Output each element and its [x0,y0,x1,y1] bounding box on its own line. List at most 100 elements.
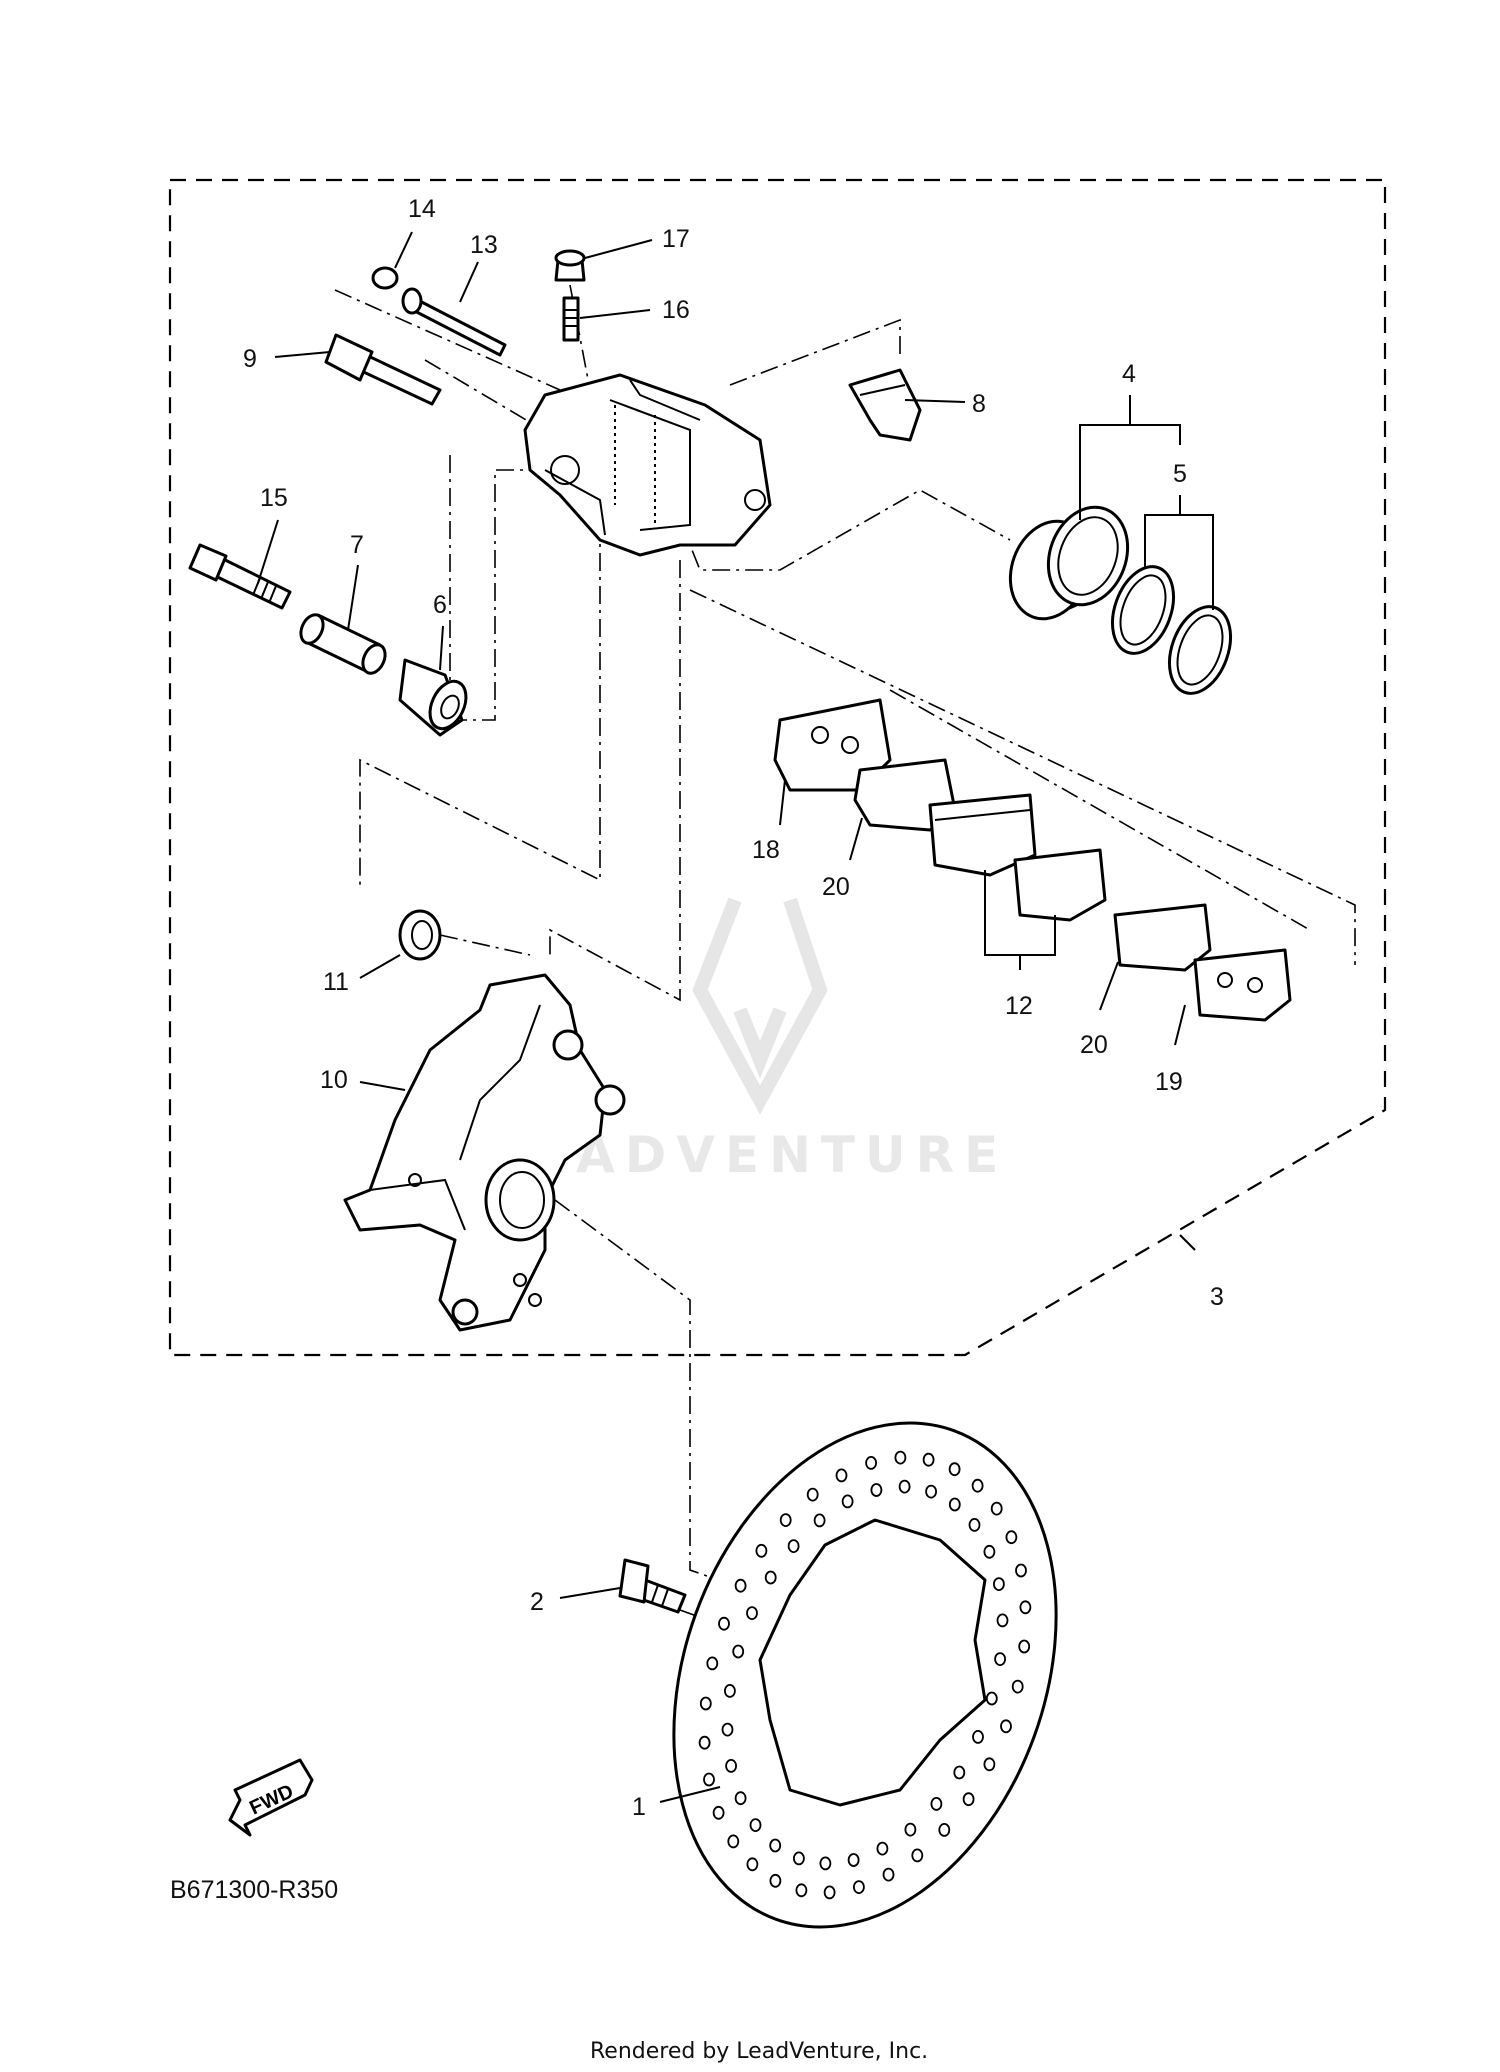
callout-3: 3 [1210,1283,1224,1311]
disc-hole [1018,1639,1031,1654]
part-cap [371,266,399,290]
render-credit: Rendered by LeadVenture, Inc. [590,2039,928,2064]
disc-hole [904,1822,917,1837]
callout-10: 10 [320,1066,348,1094]
disc-hole [813,1513,826,1528]
disc-hole [769,1838,782,1853]
part-brake-pads [928,793,1107,922]
leader-lines [257,231,1214,1803]
callout-5: 5 [1173,460,1187,488]
disc-hole [993,1577,1005,1591]
disc-hole [962,1792,975,1807]
disc-hole [922,1452,935,1467]
callout-20-upper: 20 [822,873,850,901]
callout-11: 11 [323,968,349,996]
disc-hole [911,1848,924,1863]
callout-16: 16 [662,296,690,324]
disc-hole [699,1696,712,1711]
callout-2: 2 [530,1588,544,1616]
disc-hole [835,1468,848,1483]
disc-hole [953,1765,966,1780]
disc-hole [1000,1719,1012,1734]
diagram-code: B671300-R350 [170,1876,338,1904]
disc-hole [764,1570,777,1585]
disc-hole [706,1656,719,1671]
disc-hole [746,1606,758,1620]
callout-7: 7 [350,531,364,559]
disc-hole [721,1722,734,1737]
disc-hole [841,1494,854,1509]
callout-20-lower: 20 [1080,1031,1108,1059]
part-boot [398,658,468,737]
part-caliper-body [523,373,772,557]
disc-hole [795,1883,808,1898]
disc-hole [882,1867,895,1882]
callout-13: 13 [470,231,498,259]
disc-hole [806,1487,819,1502]
callout-15: 15 [260,484,288,512]
callout-14: 14 [408,195,436,223]
disc-hole [749,1818,762,1832]
disc-hole [972,1730,984,1744]
disc-hole [865,1456,877,1470]
part-bolt-9 [324,333,442,406]
callout-9: 9 [243,345,257,373]
disc-hole [793,1851,805,1866]
disc-hole [1005,1530,1018,1545]
disc-hole [746,1857,759,1872]
disc-hole [727,1834,740,1849]
disc-hole [925,1484,937,1499]
disc-hole [990,1501,1003,1516]
disc-vent-holes [698,1450,1032,1900]
part-grommet [398,909,442,961]
disc-hole [938,1823,951,1837]
disc-hole [703,1772,715,1787]
disc-hole [819,1856,832,1871]
disc-hole [994,1652,1006,1666]
callout-6: 6 [433,591,447,619]
part-sleeve [299,613,387,675]
callout-4: 4 [1122,360,1136,388]
part-disc-bolt [618,1558,687,1614]
disc-hole [983,1544,996,1559]
disc-hole [1011,1679,1024,1694]
disc-hole [724,1684,736,1698]
fwd-arrow-icon: FWD [228,1758,314,1837]
caliper-assembly-boundary [168,178,1387,1357]
disc-hole [948,1497,961,1512]
disc-hole [985,1691,998,1706]
part-pad-spring [848,368,922,442]
disc-hole [779,1513,792,1527]
disc-hole [732,1644,745,1659]
disc-hole [853,1880,865,1894]
part-seals [1111,565,1232,695]
part-pad-shim-19 [1193,948,1292,1022]
callout-8: 8 [972,390,986,418]
disc-hole [996,1613,1009,1628]
callout-12: 12 [1005,992,1033,1020]
disc-hole [948,1462,961,1477]
callout-17: 17 [662,225,690,253]
part-bleed-screw [562,296,580,342]
callout-19: 19 [1155,1068,1183,1096]
disc-hole [1015,1563,1027,1578]
disc-hole [983,1757,996,1772]
disc-hole [870,1483,883,1497]
disc-hole [823,1885,836,1900]
disc-hole [847,1853,860,1867]
disc-hole [1019,1600,1032,1615]
part-brake-disc [672,1421,1058,1929]
disc-hole [734,1791,747,1806]
disc-hole [898,1479,911,1494]
disc-hole [930,1797,943,1811]
disc-hole [971,1478,984,1493]
disc-hole [698,1735,711,1750]
callout-1: 1 [632,1793,646,1821]
disc-hole [734,1578,747,1593]
part-bolt-15 [188,543,292,610]
disc-hole [725,1759,737,1773]
disc-hole [787,1539,800,1553]
disc-hole [712,1805,725,1820]
disc-hole [755,1543,768,1558]
